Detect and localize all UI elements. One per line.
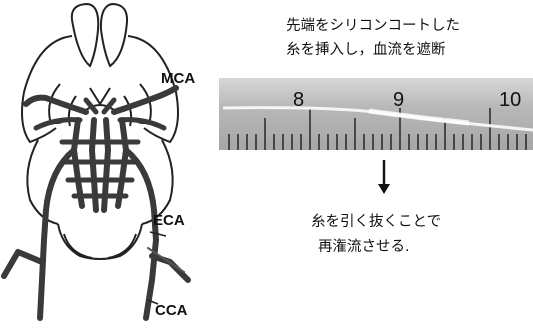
label-mca: MCA (161, 70, 195, 87)
ruler-number-10: 10 (499, 89, 521, 111)
label-cca: CCA (155, 302, 188, 319)
label-leaders (0, 0, 215, 329)
ruler-photo: 8 9 10 (219, 78, 533, 150)
ruler-number-8: 8 (293, 89, 304, 111)
ruler-scale: 8 9 10 (219, 78, 533, 150)
caption-top-line1: 先端をシリコンコートした (286, 14, 460, 35)
caption-top-line2: 糸を挿入し，血流を遮断 (286, 38, 446, 59)
label-eca: ECA (153, 212, 185, 229)
ruler-number-9: 9 (393, 89, 404, 111)
down-arrow-icon (374, 160, 394, 196)
caption-bottom-line1: 糸を引く抜くことで (311, 210, 441, 231)
caption-bottom-line2: 再潅流させる. (318, 235, 410, 256)
